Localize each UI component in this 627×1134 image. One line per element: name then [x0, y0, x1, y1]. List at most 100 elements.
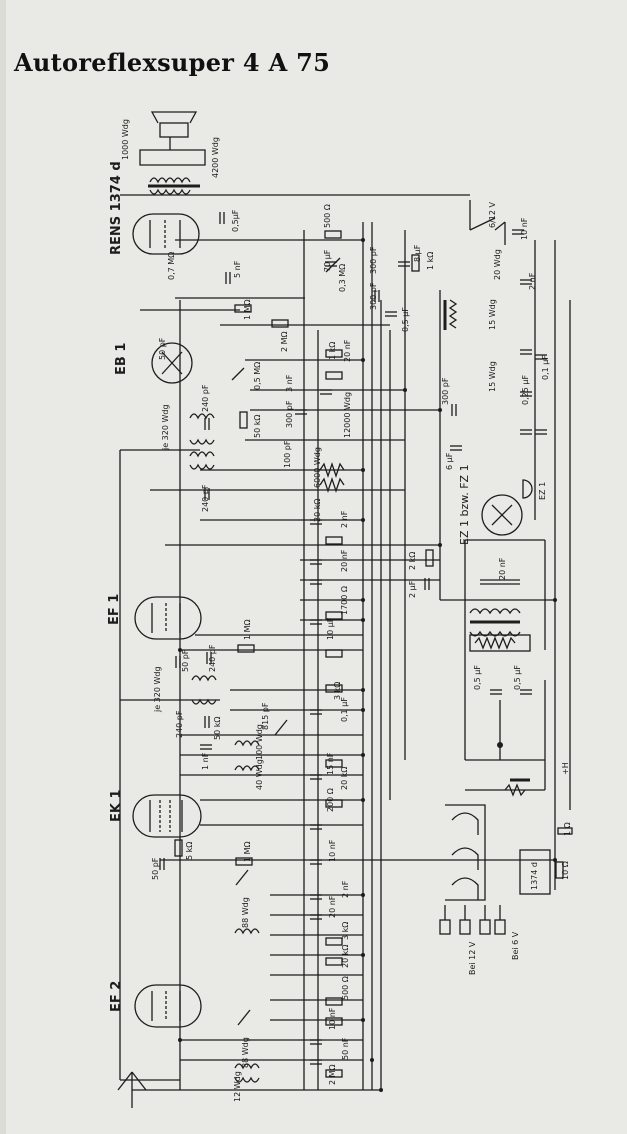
voltage-switch	[439, 804, 551, 935]
tube-label-ek1: EK 1	[109, 789, 124, 822]
tube-ef2	[134, 984, 202, 1028]
label-r-3k: 3 kΩ	[333, 682, 342, 700]
label-c-300pf-c: 300 pF	[285, 400, 294, 428]
label-c-10nf-c: 10 nF	[328, 1007, 337, 1030]
tube-ez1	[481, 479, 533, 536]
label-r-07m: 0,7 MΩ	[167, 252, 176, 280]
trimmer-arrows	[231, 257, 341, 1026]
label-r-1m-c: 1 MΩ	[243, 841, 252, 862]
label-wdg-88b: 88 Wdg	[241, 1037, 250, 1068]
label-c-50pf-c: 50 pF	[151, 857, 160, 880]
label-plus-h: +H	[561, 762, 570, 775]
label-wdg-320: je 320 Wdg	[161, 404, 170, 451]
label-r-1k-b: 1 kΩ	[328, 342, 337, 360]
label-c-20nf: 20 nF	[343, 339, 352, 362]
label-c-240pf-c: 240 pF	[208, 644, 217, 672]
resistors	[174, 230, 573, 1078]
label-r-1700: 1700 Ω	[340, 586, 349, 615]
label-c-240pf-d: 240 pF	[175, 710, 184, 738]
tube-ef1	[134, 596, 202, 640]
label-r-1m: 1 MΩ	[243, 299, 252, 320]
label-c-10nf: 10 nF	[520, 217, 529, 240]
label-c-20nf-b: 20 nF	[340, 549, 349, 572]
label-c-2nf-b: 2 nF	[340, 510, 349, 528]
label-c-01uf: 0,1 μF	[541, 355, 550, 380]
label-wdg-40: 40 Wdg	[255, 759, 264, 790]
tube-label-eb1: EB 1	[114, 343, 129, 375]
label-r-200: 200 Ω	[326, 788, 335, 812]
label-c-05uf-d: 0,5 μF	[513, 665, 522, 690]
label-r-20k: 20 kΩ	[313, 499, 322, 522]
label-c-05uf: 0,5μF	[231, 209, 240, 232]
speaker-1000-wdg: 1000 Wdg	[121, 119, 130, 160]
label-c-05uf-b: 0,5 μF	[401, 307, 410, 332]
label-bei-6v: Bei 6 V	[511, 931, 520, 960]
label-c-100pf: 100 pF	[283, 440, 292, 468]
label-r-500: 500 Ω	[323, 204, 332, 228]
label-bei-12v: Bei 12 V	[468, 941, 477, 975]
label-c-6uf: 6 μF	[445, 452, 454, 470]
label-wdg-12000: 12000 Wdg	[343, 392, 352, 438]
label-c-10uf: 10 μF	[326, 617, 335, 640]
label-c-2uf: 2 μF	[408, 580, 417, 598]
label-r-2m: 2 MΩ	[280, 331, 289, 352]
label-r-03m: 0,3 MΩ	[338, 264, 347, 292]
label-wdg-320b: je 320 Wdg	[153, 666, 162, 713]
tube-output	[132, 213, 200, 255]
label-c-1nf: 1 nF	[201, 752, 210, 770]
tube-label-ef2: EF 2	[109, 981, 124, 1012]
tube-label-output: RENS 1374 d	[109, 161, 124, 255]
label-c-15nf: 15 nF	[326, 752, 335, 775]
label-wdg-12: 12 Wdg	[233, 1071, 242, 1102]
speaker	[139, 111, 206, 195]
label-r-3k-b: 3 kΩ	[341, 922, 350, 940]
label-wdg-20: 20 Wdg	[493, 249, 502, 280]
label-wdg-100: 100 Wdg	[255, 724, 264, 760]
label-r-2m-b: 2 MΩ	[328, 1064, 337, 1085]
label-r-2k: 2 kΩ	[408, 552, 417, 570]
label-r-10ohm: 10 Ω	[561, 861, 570, 880]
label-c-20nf-c: 20 nF	[328, 895, 337, 918]
label-wdg-15a: 15 Wdg	[488, 299, 497, 330]
label-wdg-15b: 15 Wdg	[488, 361, 497, 392]
label-c-300pf-d: 300 pF	[441, 377, 450, 405]
label-r-50k: 50 kΩ	[253, 415, 262, 438]
supply-switch	[469, 217, 506, 245]
label-r-1m-b: 1 MΩ	[243, 619, 252, 640]
label-r-1ohm: 1 Ω	[563, 822, 572, 836]
label-c-815pf: 815 pF	[261, 702, 270, 730]
label-wdg-88: 88 Wdg	[241, 897, 250, 928]
junction-dots	[178, 238, 557, 1092]
tube-ek1	[132, 794, 202, 838]
label-c-20nf-d: 20 nF	[498, 557, 507, 580]
label-r-20k-c: 20 kΩ	[341, 945, 350, 968]
speaker-4200-wdg: 4200 Wdg	[211, 137, 220, 178]
label-r-500-b: 500 Ω	[341, 976, 350, 1000]
label-c-300pf-b: 300 pF	[369, 282, 378, 310]
label-c-70uf: 70 μF	[323, 249, 332, 272]
label-c-240pf-b: 240 pF	[201, 484, 210, 512]
capacitors	[159, 212, 547, 1065]
label-1374d: 1374 d	[530, 862, 539, 890]
label-r-50k-b: 50 kΩ	[213, 717, 222, 740]
label-c-5nf: 5 nF	[233, 260, 242, 278]
tube-label-ef1: EF 1	[107, 594, 122, 625]
label-r-1k: 1 kΩ	[426, 252, 435, 270]
left-page-edge	[0, 0, 6, 1134]
bus-lines	[119, 194, 571, 1091]
tube-label-ez1-short: EZ 1	[538, 482, 547, 500]
label-c-240pf: 240 pF	[201, 384, 210, 412]
label-supply: 6/12 V	[488, 201, 497, 228]
label-r-20k-b: 20 kΩ	[340, 767, 349, 790]
label-c-2nf: 2 nF	[528, 272, 537, 290]
label-wdg-6000: 6000 Wdg	[313, 447, 322, 488]
label-c-3nf: 3 nF	[285, 374, 294, 392]
label-c-01uf-b: 0,1 μF	[340, 697, 349, 722]
label-c-300pf-a: 300 pF	[369, 246, 378, 274]
coils	[189, 299, 521, 1083]
antenna-symbol	[117, 1071, 180, 1108]
label-c-05uf-c: 0,5 μF	[473, 665, 482, 690]
label-c-2nf-c: 2 nF	[341, 880, 350, 898]
tube-label-ez1: EZ 1 bzw. FZ 1	[458, 464, 471, 545]
